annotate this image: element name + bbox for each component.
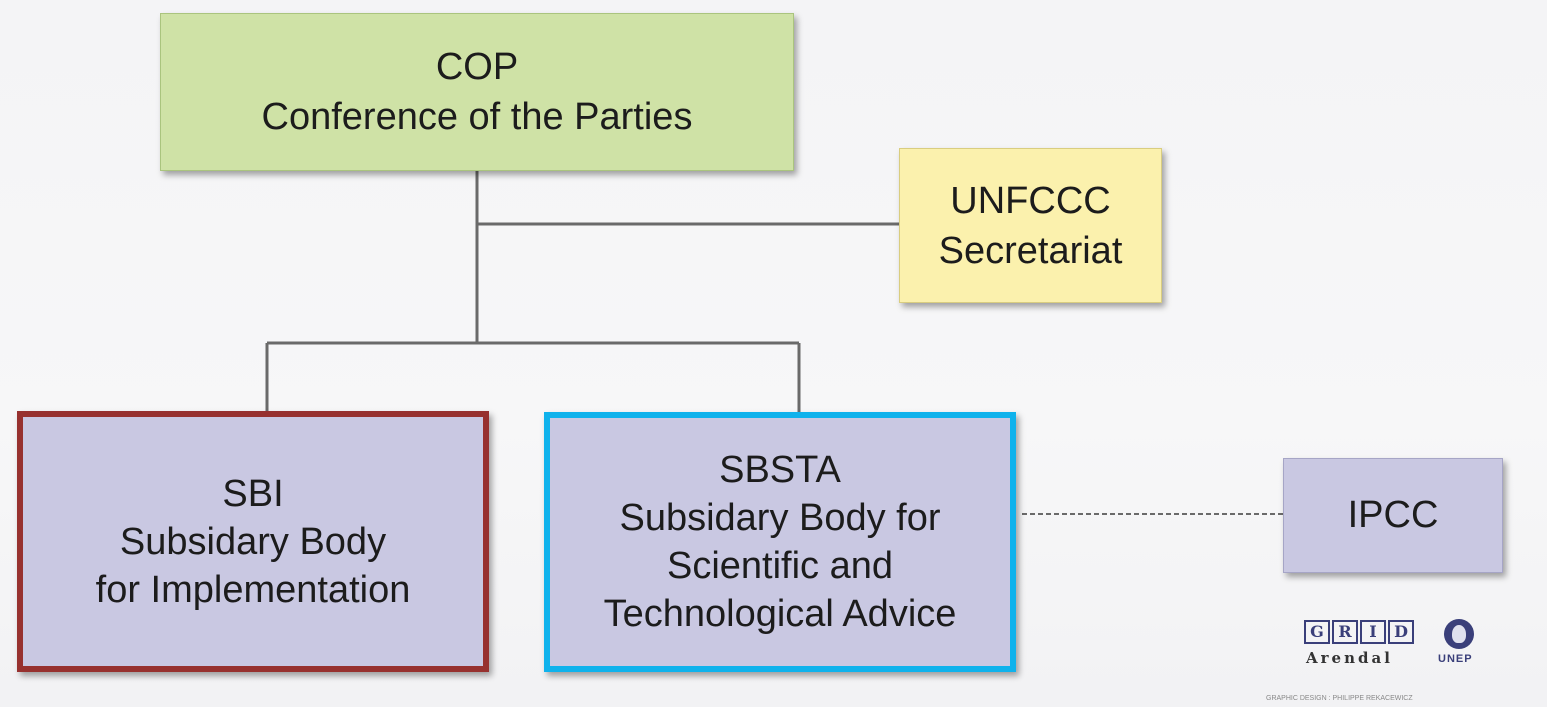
sbsta-name-line2: Scientific and [666,545,893,587]
grid-letter: I [1360,620,1386,644]
arendal-text: Arendal [1306,649,1393,667]
sbi-abbr: SBI [222,472,284,515]
ipcc-abbr: IPCC [1347,494,1439,536]
unep-text: UNEP [1438,653,1473,665]
ipcc-node: IPCC [1283,458,1503,573]
sbi-name-line2: for Implementation [95,568,411,611]
graphic-credit: GRAPHIC DESIGN : PHILIPPE REKACEWICZ [1266,695,1413,702]
secretariat-line1: UNFCCC [950,179,1111,222]
cop-full-name: Conference of the Parties [261,96,693,138]
sbsta-abbr: SBSTA [719,449,841,491]
sbsta-node: SBSTA Subsidary Body for Scientific and … [544,412,1016,672]
sbsta-name-line1: Subsidary Body for [619,497,941,539]
grid-letters: G R I D [1304,620,1414,644]
cop-abbr: COP [435,46,519,88]
grid-arendal-unep-logo: G R I D Arendal UNEP [1302,618,1502,680]
grid-letter: G [1304,620,1330,644]
grid-letter: D [1388,620,1414,644]
sbi-node: SBI Subsidary Body for Implementation [17,411,489,672]
cop-node: COP Conference of the Parties [160,13,794,171]
unep-emblem-icon [1444,619,1474,649]
sbi-name-line1: Subsidary Body [119,520,387,563]
secretariat-line2: Secretariat [938,229,1123,272]
unfccc-secretariat-node: UNFCCC Secretariat [899,148,1162,303]
sbsta-name-line3: Technological Advice [603,593,957,635]
grid-letter: R [1332,620,1358,644]
